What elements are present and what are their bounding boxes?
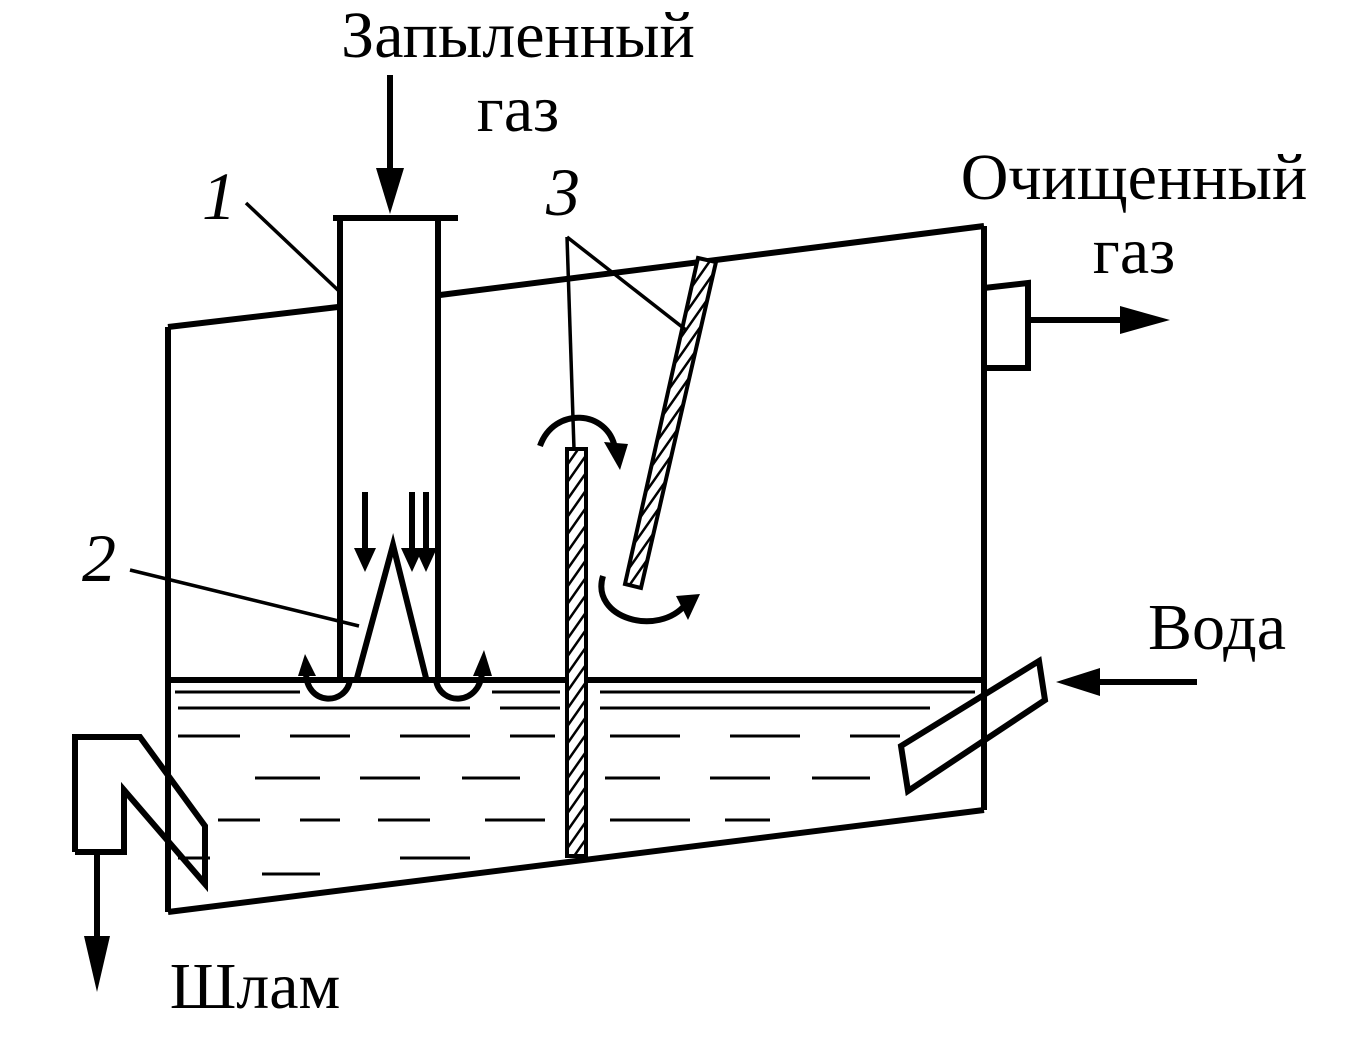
callout-3: 3 (545, 154, 580, 230)
bubble-arrows (298, 650, 492, 702)
deflector-cone (354, 533, 429, 679)
dusty-gas-label-line2: газ (477, 73, 559, 146)
clean-gas-label-line2: газ (1093, 215, 1175, 288)
inlet-pipe (333, 215, 458, 678)
vertical-baffle (565, 447, 588, 858)
outlet-nozzle (983, 279, 1170, 371)
dusty-gas-label-line1: Запыленный (341, 0, 695, 72)
water-body (178, 706, 930, 876)
clean-gas-label-line1: Очищенный (961, 141, 1308, 214)
water-inlet-pipe (897, 656, 1197, 797)
inclined-baffle (622, 255, 719, 591)
water-label: Вода (1148, 591, 1286, 664)
callout-1: 1 (202, 158, 236, 234)
sludge-label: Шлам (170, 950, 341, 1023)
pipe-flow-arrows (354, 492, 437, 572)
sludge-outlet (72, 734, 208, 992)
dusty-gas-arrow (376, 75, 404, 214)
vessel (165, 223, 987, 915)
leader-lines (129, 201, 688, 628)
callout-2: 2 (82, 520, 116, 596)
flow-turn-arrows (537, 414, 700, 625)
